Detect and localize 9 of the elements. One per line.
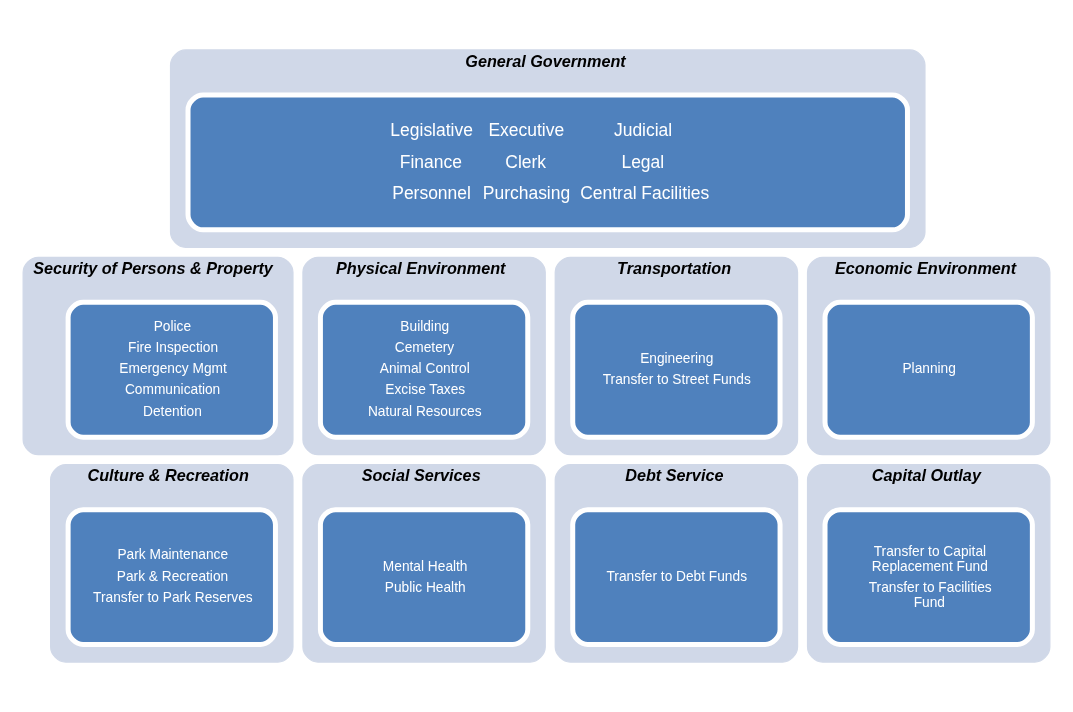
node-box: Transfer to Debt Funds <box>570 507 783 648</box>
node-box: Legislative Executive Judicial Finance Clerk Legal Personnel Purchasing Central Facilities <box>185 92 910 233</box>
node-box: Mental Health Public Health <box>317 507 531 648</box>
node-box: Transfer to Capital Replacement Fund Transfer to Facilities Fund <box>822 507 1035 648</box>
node-box: Park Maintenance Park & Recreation Transfer to Park Reserves <box>65 507 278 648</box>
node-box: Engineering Transfer to Street Funds <box>570 299 783 440</box>
node-box: Police Fire Inspection Emergency Mgmt Communication Detention <box>65 299 278 440</box>
node-box: Building Cemetery Animal Control Excise Taxes Natural Resources <box>317 299 531 440</box>
node-box: Planning <box>822 299 1035 440</box>
